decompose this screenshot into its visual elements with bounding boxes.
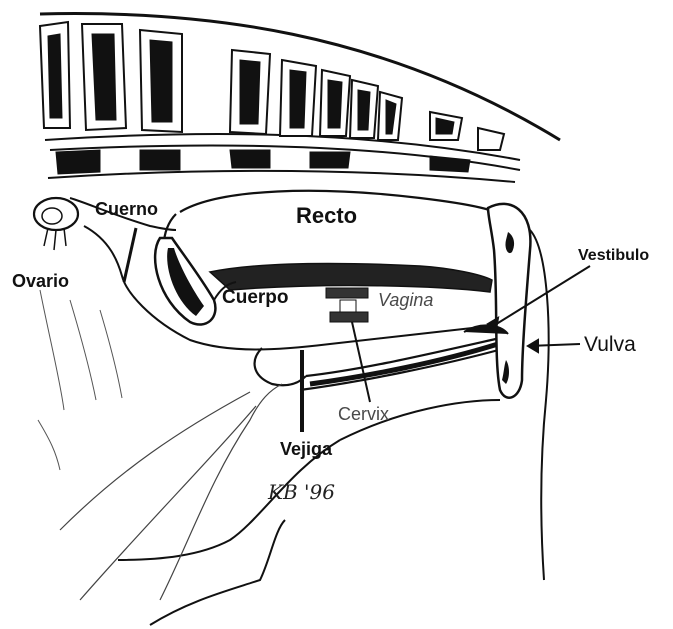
cervix — [326, 288, 368, 322]
vulva — [464, 204, 549, 580]
label-vestibulo: Vestibulo — [578, 248, 649, 264]
label-recto: Recto — [296, 205, 357, 227]
lower-contours — [60, 384, 500, 625]
bladder — [255, 338, 506, 390]
label-cuerno: Cuerno — [95, 200, 158, 218]
label-vagina: Vagina — [378, 291, 433, 309]
label-ovario: Ovario — [12, 272, 69, 290]
vertebrae — [40, 22, 504, 174]
label-cuerpo: Cuerpo — [222, 288, 289, 307]
label-vejiga: Vejiga — [280, 440, 332, 458]
ovary — [34, 198, 78, 250]
ligament-lines — [38, 290, 122, 470]
label-vulva: Vulva — [584, 334, 636, 355]
artist-signature: KB '96 — [268, 480, 335, 504]
label-cervix: Cervix — [338, 405, 389, 423]
